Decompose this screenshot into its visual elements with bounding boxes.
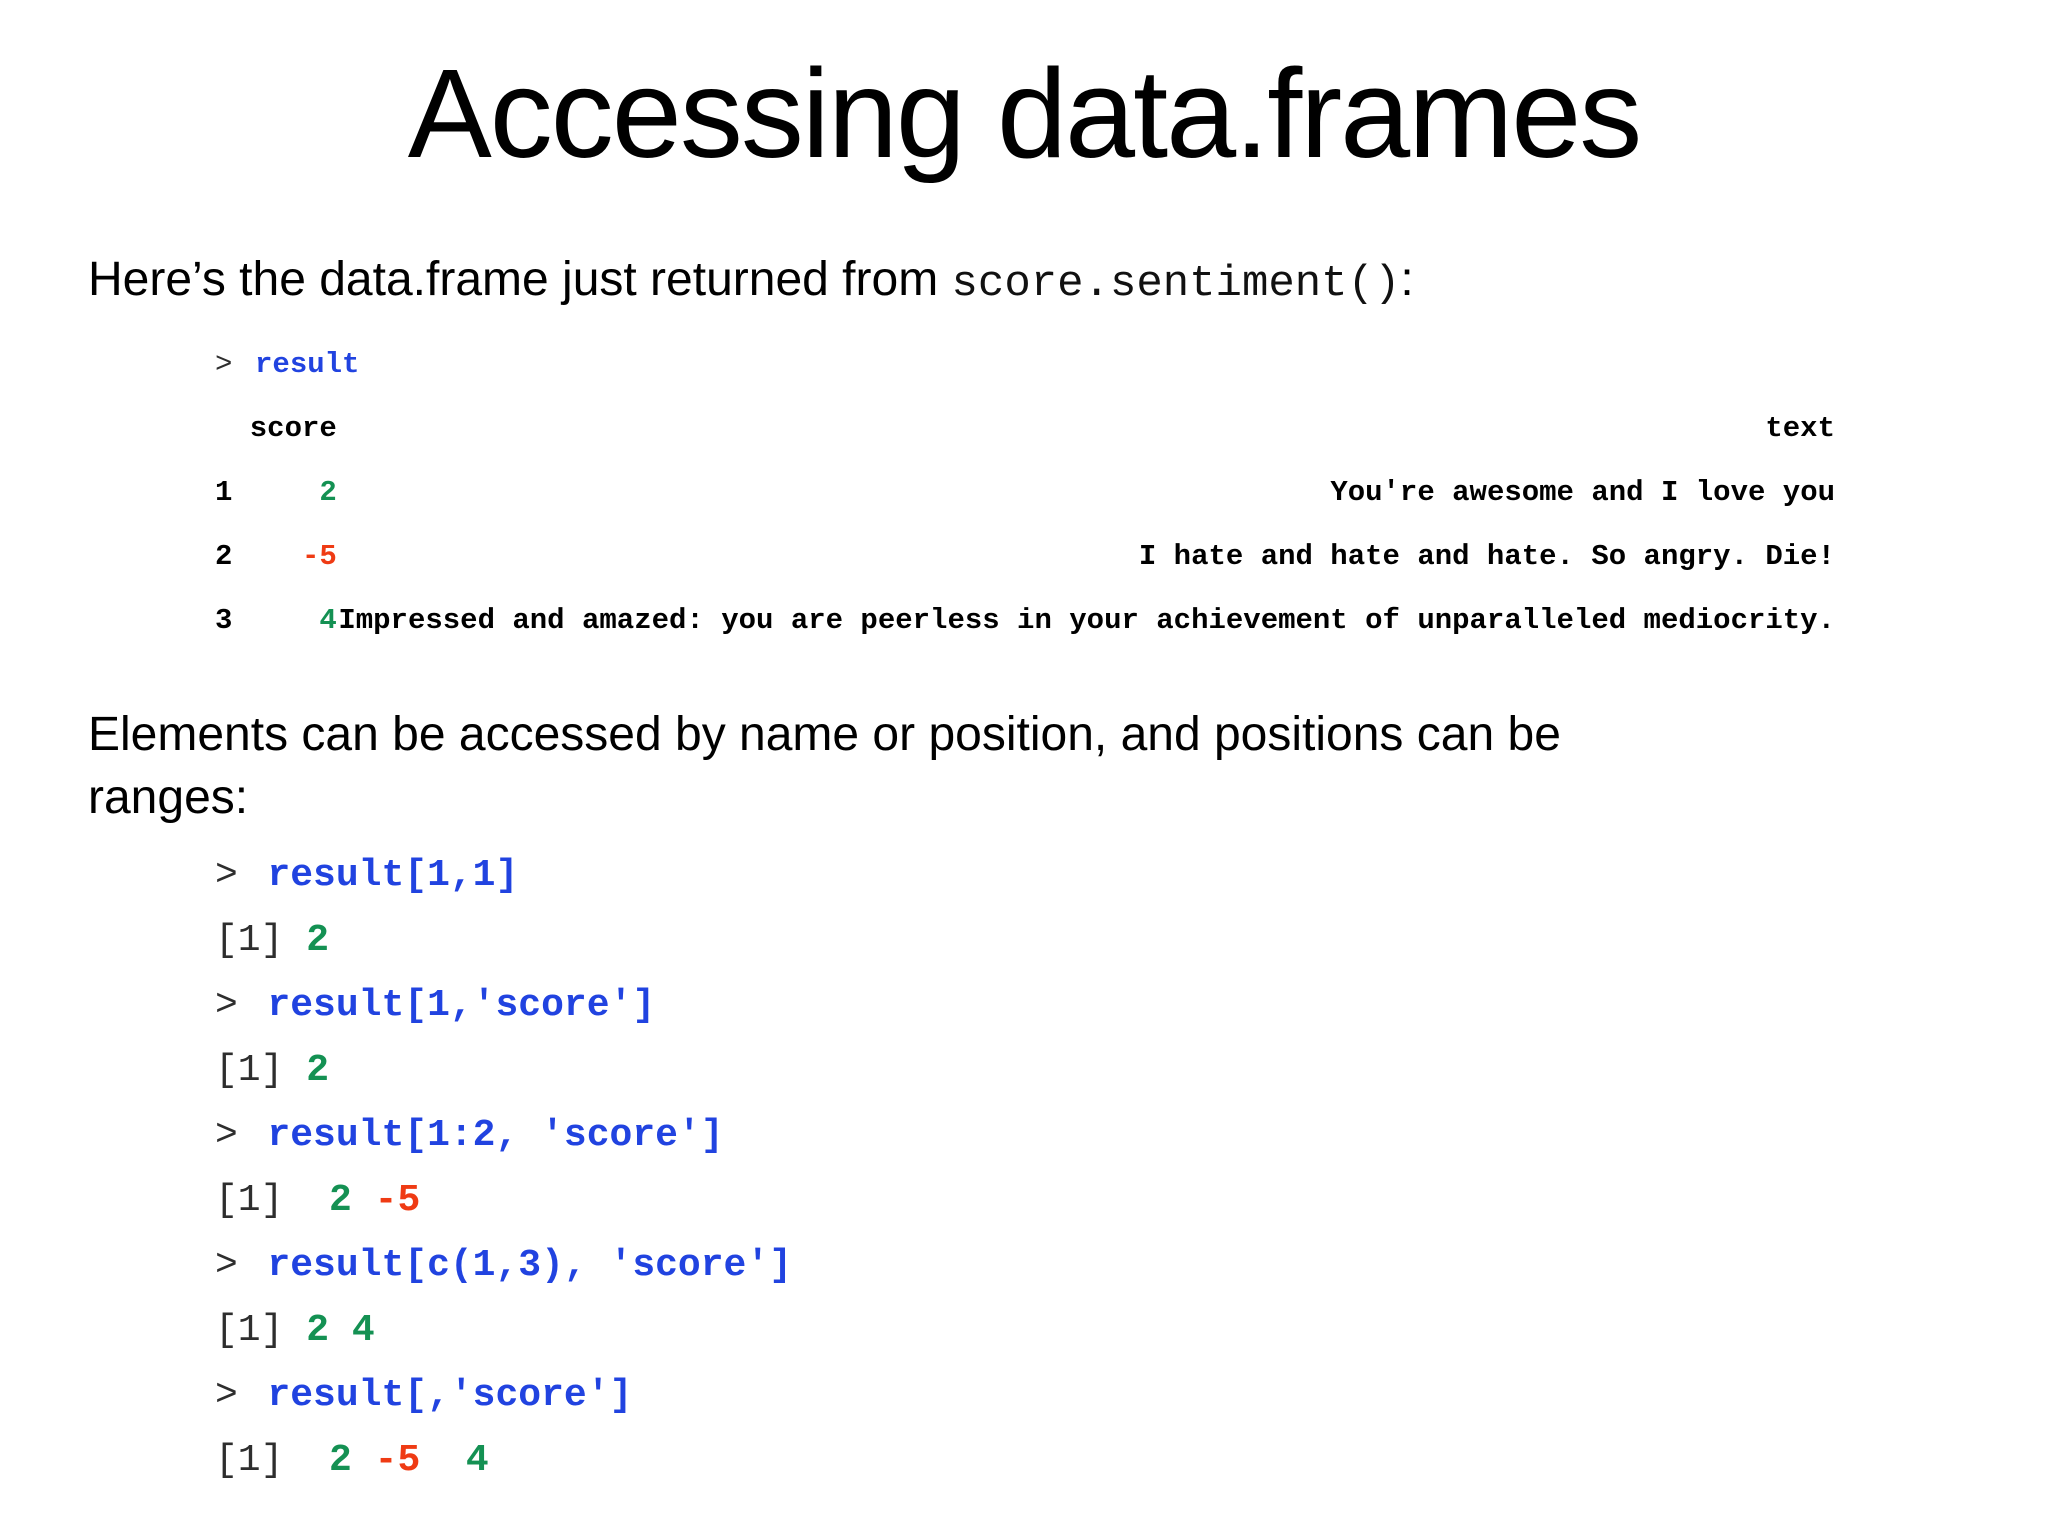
dataframe-score-value: 2 [319, 476, 337, 510]
output-values: 2 -5 4 [283, 1439, 489, 1483]
slide-title: Accessing data.frames [407, 43, 1643, 184]
output-index-prefix: [1] [215, 919, 284, 963]
dataframe-row: 2 -5 I hate and hate and hate. So angry.… [215, 525, 1835, 589]
dataframe-text-value: Impressed and amazed: you are peerless i… [338, 604, 1835, 638]
console-input-line: > result[c(1,3), 'score'] [215, 1233, 2048, 1298]
dataframe-text-header: text [1765, 412, 1835, 446]
inline-code-score-sentiment: score.sentiment() [951, 259, 1401, 310]
dataframe-row-index: 1 [215, 476, 233, 510]
output-values: 2 [283, 919, 329, 962]
intro-text-suffix: : [1400, 253, 1414, 307]
dataframe-text-value: You're awesome and I love you [1330, 476, 1835, 510]
output-values: 2 4 [283, 1309, 374, 1352]
intro-text-prefix: Here’s the data.frame just returned from [88, 253, 952, 307]
r-command: result[1,'score'] [267, 984, 656, 1028]
r-prompt: > [215, 984, 238, 1028]
console-output-line: [1] 2 [215, 908, 2048, 973]
dataframe-score-value: -5 [301, 540, 337, 574]
output-values: 2 [283, 1049, 329, 1092]
dataframe-row-index: 2 [215, 540, 233, 574]
console-output-line: [1] 2 -5 [215, 1168, 2048, 1233]
console-input-line: > result [215, 333, 1835, 397]
output-value: 2 [283, 919, 330, 963]
console-input-line: > result[1,1] [215, 843, 2048, 908]
dataframe-score-header: score [249, 412, 337, 446]
output-value: 2 [283, 1439, 352, 1483]
output-value: 2 [283, 1179, 352, 1223]
output-value: 4 [329, 1309, 375, 1353]
output-value: 4 [420, 1439, 489, 1483]
dataframe-row: 3 4 Impressed and amazed: you are peerle… [215, 589, 1835, 653]
console-output-line: [1] 2 -5 4 [215, 1428, 2048, 1493]
console-input-line: > result[,'score'] [215, 1363, 2048, 1428]
r-console-block-1: > result score text 1 2 You're awesome an… [215, 333, 1835, 653]
r-command: result[c(1,3), 'score'] [267, 1244, 792, 1288]
output-values: 2 -5 [283, 1179, 420, 1222]
r-command: result[,'score'] [267, 1374, 633, 1418]
r-prompt: > [215, 1114, 238, 1158]
console-output-line: [1] 2 [215, 1038, 2048, 1103]
r-prompt: > [215, 1244, 238, 1288]
dataframe-text-value: I hate and hate and hate. So angry. Die! [1138, 540, 1835, 574]
r-console-block-2: > result[1,1] [1] 2 > result[1,'score'] [1… [215, 843, 2048, 1493]
output-index-prefix: [1] [215, 1439, 284, 1483]
output-value: -5 [351, 1179, 421, 1223]
r-prompt: > [215, 1374, 238, 1418]
section-heading-line2: ranges: [88, 771, 249, 825]
r-command-result: result [255, 348, 360, 382]
r-command: result[1:2, 'score'] [267, 1114, 724, 1158]
section-heading: Elements can be accessed by name or posi… [88, 703, 2048, 829]
dataframe-output: score text 1 2 You're awesome and I love… [215, 397, 1835, 653]
output-index-prefix: [1] [215, 1179, 284, 1223]
r-command: result[1,1] [267, 854, 519, 898]
output-index-prefix: [1] [215, 1309, 284, 1353]
dataframe-score-value: 4 [319, 604, 337, 638]
output-index-prefix: [1] [215, 1049, 284, 1093]
console-input-line: > result[1,'score'] [215, 973, 2048, 1038]
output-value: 2 [283, 1309, 330, 1353]
r-prompt: > [215, 854, 238, 898]
console-output-line: [1] 2 4 [215, 1298, 2048, 1363]
dataframe-row-index: 3 [215, 604, 233, 638]
section-heading-line1: Elements can be accessed by name or posi… [88, 708, 1561, 762]
output-value: 2 [283, 1049, 330, 1093]
intro-paragraph: Here’s the data.frame just returned from… [88, 249, 2048, 315]
console-input-line: > result[1:2, 'score'] [215, 1103, 2048, 1168]
dataframe-rows: 1 2 You're awesome and I love you 2 -5 I… [215, 461, 1835, 653]
r-prompt: > [215, 348, 233, 382]
dataframe-header-row: score text [215, 397, 1835, 461]
output-value: -5 [351, 1439, 421, 1483]
dataframe-row: 1 2 You're awesome and I love you [215, 461, 1835, 525]
dataframe-index-header [215, 397, 232, 461]
